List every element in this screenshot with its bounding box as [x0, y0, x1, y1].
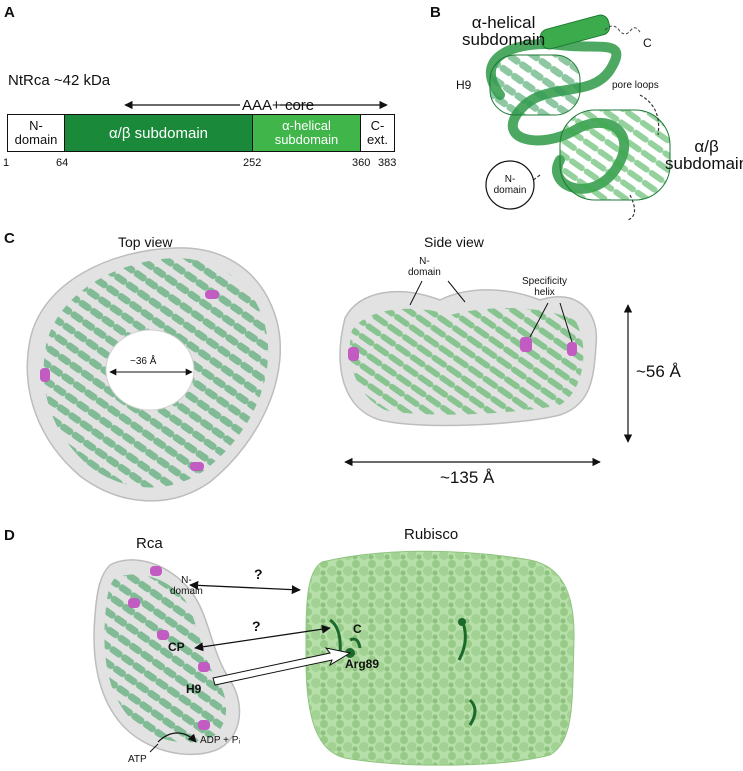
alpha-helical-subdomain-label: α-helical subdomain: [462, 13, 546, 49]
pore-loops-label: pore loops: [612, 80, 659, 91]
domain-alpha-beta: α/β subdomain: [65, 114, 253, 152]
c-terminus-label: C: [643, 36, 652, 50]
panel-label-a: A: [4, 4, 15, 21]
atp-hydrolysis-arrow: [157, 732, 197, 743]
rca-structure: [93, 559, 241, 756]
top-view-title: Top view: [118, 234, 173, 250]
panel-b-n-domain-label: N- domain: [493, 174, 527, 196]
rubisco-c-label: C: [353, 622, 362, 636]
question-mark-n-domain: ?: [254, 566, 263, 582]
width-dimension-label: ~135 Å: [440, 468, 495, 487]
adp-pi-label: ADP + Pᵢ: [200, 735, 241, 746]
position-383: 383: [378, 157, 397, 169]
rca-n-domain-label: N- domain: [170, 575, 203, 597]
position-252: 252: [243, 157, 262, 169]
domain-alpha-helical: α-helical subdomain: [253, 114, 361, 152]
side-view-hexamer: [339, 280, 633, 467]
pore-diameter-label: ~36 Å: [130, 356, 157, 367]
question-mark-cp: ?: [252, 618, 261, 634]
h9-arg89-open-arrow: [212, 647, 352, 686]
rca-title: Rca: [136, 535, 163, 552]
protein-size-label: NtRca ~42 kDa: [8, 72, 111, 89]
rca-h9-label: H9: [186, 682, 202, 696]
position-64: 64: [56, 157, 69, 169]
top-view-ring: [26, 247, 282, 502]
side-n-domain-label: N- domain: [408, 256, 441, 278]
position-1: 1: [3, 157, 10, 169]
atp-label: ATP: [128, 754, 147, 765]
rubisco-title: Rubisco: [404, 526, 459, 543]
cp-interaction-arrow: [194, 624, 331, 652]
n-domain-interaction-arrow: [189, 580, 301, 595]
side-view-title: Side view: [424, 234, 484, 250]
n-domain-circle: [485, 160, 535, 210]
domain-c-ext: C- ext.: [361, 114, 395, 152]
aaa-core-label: AAA+ core: [242, 97, 315, 114]
monomer-ribbon-structure: [486, 14, 671, 221]
height-dimension-label: ~56 Å: [636, 362, 681, 381]
alpha-beta-subdomain-label: α/β subdomain: [665, 137, 743, 173]
panel-label-b: B: [430, 4, 441, 21]
specificity-helix-label: Specificity helix: [522, 276, 568, 298]
arg89-label: Arg89: [345, 657, 380, 671]
panel-label-d: D: [4, 527, 15, 544]
h9-label: H9: [456, 78, 472, 92]
position-360: 360: [352, 157, 371, 169]
panel-label-c: C: [4, 230, 15, 247]
cp-label: CP: [168, 640, 185, 654]
domain-n-domain: N- domain: [7, 114, 65, 152]
